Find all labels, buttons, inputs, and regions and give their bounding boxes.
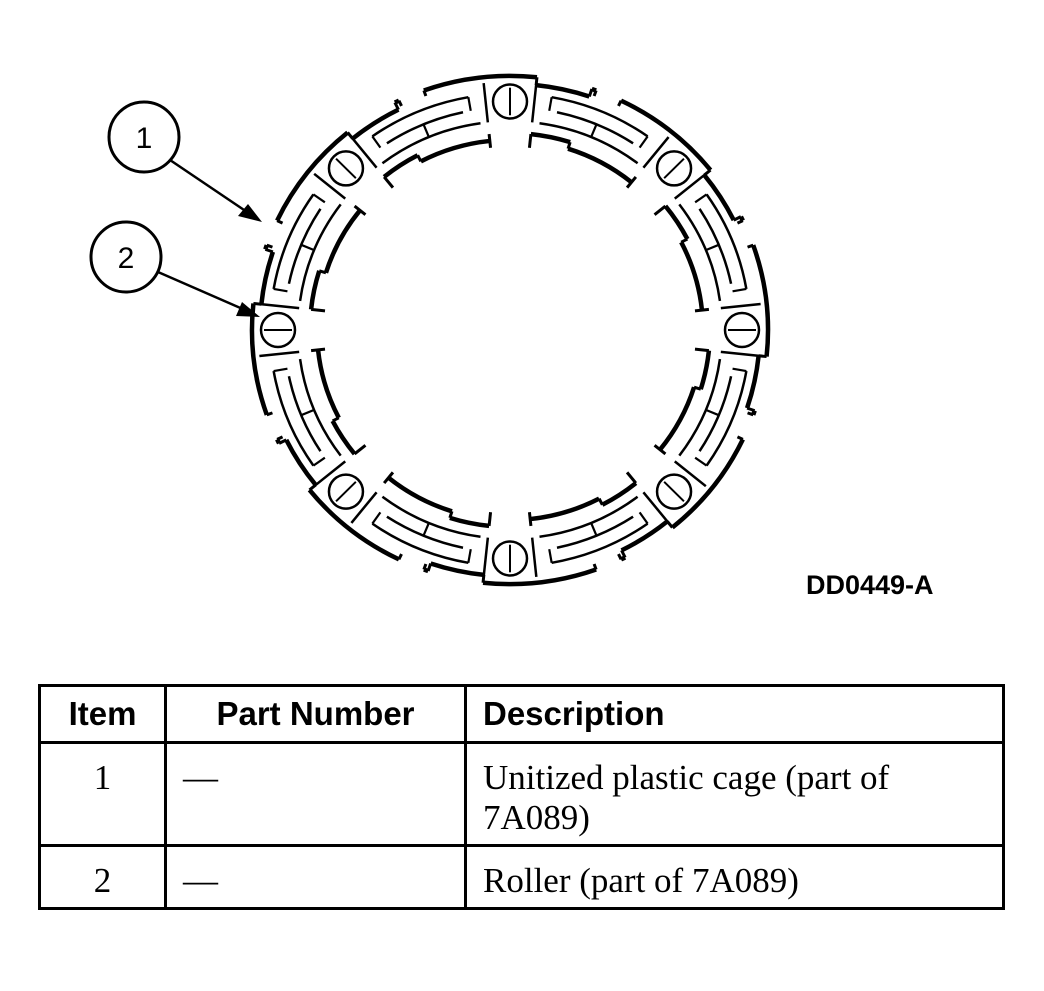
cell-part-number: — xyxy=(164,844,467,910)
table-header-row: Item Part Number Description xyxy=(38,684,1005,744)
table-row: 1 — Unitized plastic cage (part of 7A089… xyxy=(38,741,1005,847)
roller-bearing-ring xyxy=(249,73,771,587)
cell-item: 1 xyxy=(38,741,167,847)
callout-1: 1 xyxy=(107,100,262,222)
figure-id: DD0449-A xyxy=(806,570,934,600)
table-row: 2 — Roller (part of 7A089) xyxy=(38,844,1005,910)
cell-part-number: — xyxy=(164,741,467,847)
header-description: Description xyxy=(464,684,1005,744)
header-part-number: Part Number xyxy=(164,684,467,744)
callout-1-label: 1 xyxy=(136,122,153,155)
callout-2: 2 xyxy=(89,220,260,317)
cell-description: Roller (part of 7A089) xyxy=(464,844,1005,910)
cell-description: Unitized plastic cage (part of 7A089) xyxy=(464,741,1005,847)
cell-item: 2 xyxy=(38,844,167,910)
bearing-cage-diagram: 1 2 xyxy=(89,73,771,587)
callout-2-label: 2 xyxy=(118,242,135,275)
parts-table: Item Part Number Description 1 — Unitize… xyxy=(38,684,1005,910)
header-item: Item xyxy=(38,684,167,744)
